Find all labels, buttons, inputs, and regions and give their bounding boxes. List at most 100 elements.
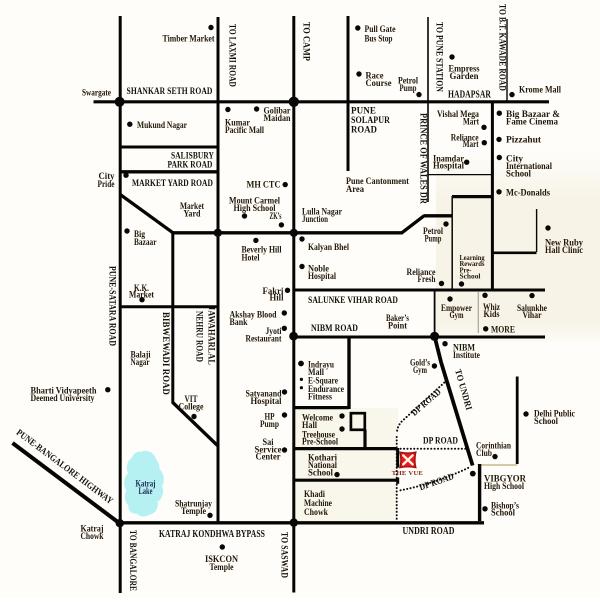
svg-text:NEHRU ROAD: NEHRU ROAD: [195, 311, 205, 362]
svg-text:Swargate: Swargate: [82, 89, 111, 99]
svg-text:Satyanand: Satyanand: [246, 390, 283, 400]
svg-text:International: International: [506, 162, 552, 172]
svg-text:ISKCON: ISKCON: [205, 555, 238, 565]
svg-text:PUNE: PUNE: [351, 106, 376, 117]
svg-text:Petrol: Petrol: [423, 227, 443, 237]
svg-text:Mukund Nagar: Mukund Nagar: [137, 121, 187, 131]
svg-text:Hall: Hall: [302, 421, 317, 431]
svg-text:Pump: Pump: [400, 84, 417, 94]
svg-text:New Ruby: New Ruby: [545, 239, 583, 249]
svg-text:Bus Stop: Bus Stop: [365, 35, 393, 45]
svg-text:Maidan: Maidan: [264, 114, 292, 124]
svg-text:Lulla Nagar: Lulla Nagar: [302, 208, 342, 218]
svg-text:Delhi Public: Delhi Public: [534, 410, 575, 420]
svg-text:Pull Gate: Pull Gate: [365, 25, 396, 35]
svg-text:Hotel: Hotel: [242, 254, 260, 264]
svg-text:MORE: MORE: [491, 326, 515, 336]
svg-text:Market: Market: [180, 202, 205, 212]
svg-text:Reliance: Reliance: [407, 268, 436, 278]
svg-text:SALISBURY: SALISBURY: [171, 151, 214, 162]
svg-text:Whiz: Whiz: [483, 303, 500, 313]
svg-text:Yard: Yard: [184, 210, 202, 220]
svg-text:School: School: [460, 272, 481, 281]
svg-text:Pre-School: Pre-School: [302, 438, 338, 448]
svg-text:Big Bazaar &: Big Bazaar &: [506, 110, 560, 120]
svg-text:K.K.: K.K.: [134, 284, 149, 294]
svg-text:Learning: Learning: [460, 253, 485, 262]
svg-text:MARKET YARD ROAD: MARKET YARD ROAD: [132, 178, 213, 189]
svg-text:City: City: [99, 172, 115, 182]
svg-text:Noble: Noble: [308, 265, 329, 275]
svg-text:Institute: Institute: [453, 351, 480, 361]
svg-text:Pump: Pump: [425, 234, 442, 244]
svg-text:TO LAXMI ROAD: TO LAXMI ROAD: [228, 24, 238, 87]
svg-text:Pune Cantonment: Pune Cantonment: [346, 177, 410, 187]
svg-text:Chowk: Chowk: [304, 508, 329, 518]
svg-text:E-Square: E-Square: [308, 377, 338, 387]
svg-text:HADAPSAR: HADAPSAR: [448, 90, 491, 101]
svg-text:Salunkhe: Salunkhe: [517, 304, 547, 314]
svg-text:Petrol: Petrol: [398, 77, 418, 87]
svg-text:VIBGYOR: VIBGYOR: [484, 475, 526, 485]
svg-text:Pacific Mall: Pacific Mall: [225, 126, 264, 136]
svg-text:KATRAJ KONDHWA BYPASS: KATRAJ KONDHWA BYPASS: [159, 529, 265, 540]
svg-text:UNDRI ROAD: UNDRI ROAD: [403, 526, 455, 537]
svg-text:THE VUE: THE VUE: [392, 470, 424, 477]
svg-text:Bishop’s: Bishop’s: [491, 502, 519, 512]
svg-text:NIBM ROAD: NIBM ROAD: [311, 323, 358, 334]
svg-text:College: College: [179, 403, 204, 413]
svg-text:ZK’s: ZK’s: [270, 212, 282, 222]
svg-text:Empress: Empress: [449, 65, 480, 75]
svg-text:Vihar: Vihar: [523, 311, 542, 321]
svg-text:Timber Market: Timber Market: [163, 35, 216, 45]
svg-text:Indrayu: Indrayu: [308, 361, 334, 371]
svg-text:Treehouse: Treehouse: [302, 431, 335, 441]
svg-text:Hill: Hill: [270, 294, 284, 304]
svg-text:Fresh: Fresh: [418, 275, 437, 285]
svg-text:Fitness: Fitness: [308, 393, 332, 403]
svg-text:Temple: Temple: [210, 563, 234, 573]
svg-text:Empower: Empower: [441, 304, 472, 314]
svg-text:Mc-Donalds: Mc-Donalds: [506, 189, 550, 199]
svg-text:Corinthian: Corinthian: [476, 442, 512, 452]
svg-text:Katraj: Katraj: [136, 480, 156, 490]
svg-text:Endurance: Endurance: [308, 385, 344, 395]
svg-text:BIBWEWADI ROAD: BIBWEWADI ROAD: [161, 312, 171, 395]
svg-text:School: School: [506, 169, 531, 179]
svg-text:Bharti Vidyapeeth: Bharti Vidyapeeth: [31, 387, 98, 397]
svg-text:Akshay Blood: Akshay Blood: [230, 311, 278, 321]
svg-text:Nagar: Nagar: [131, 358, 150, 368]
svg-text:Golibar: Golibar: [264, 107, 291, 117]
svg-text:SHANKAR SETH ROAD: SHANKAR SETH ROAD: [127, 86, 213, 97]
svg-text:Baker’s: Baker’s: [386, 314, 409, 324]
svg-text:ROAD: ROAD: [351, 124, 377, 135]
svg-text:Beverly Hill: Beverly Hill: [242, 245, 282, 255]
svg-text:Sai: Sai: [263, 438, 274, 448]
svg-text:Katraj: Katraj: [81, 525, 104, 535]
svg-text:Mall: Mall: [308, 368, 324, 378]
svg-text:TO B.T. KAWADE ROAD: TO B.T. KAWADE ROAD: [498, 4, 508, 91]
svg-text:MH CTC: MH CTC: [247, 181, 281, 191]
svg-text:Lake: Lake: [139, 487, 153, 497]
svg-text:Welcome: Welcome: [302, 414, 333, 424]
svg-text:Balaji: Balaji: [131, 351, 151, 361]
svg-text:VIT: VIT: [185, 395, 199, 405]
svg-text:Hospital: Hospital: [308, 272, 336, 282]
svg-text:SOLAPUR: SOLAPUR: [351, 115, 391, 126]
svg-text:Junction: Junction: [302, 215, 329, 225]
svg-text:PRINCE OF WALES DR: PRINCE OF WALES DR: [419, 113, 429, 204]
svg-text:Reliance: Reliance: [451, 134, 479, 144]
svg-text:Service: Service: [255, 445, 282, 455]
svg-text:Race: Race: [366, 72, 384, 82]
svg-text:SALUNKE VIHAR ROAD: SALUNKE VIHAR ROAD: [308, 295, 398, 306]
svg-text:Hospital: Hospital: [433, 162, 464, 172]
svg-text:TO PUNE STATION: TO PUNE STATION: [435, 22, 445, 92]
svg-text:Gym: Gym: [450, 311, 464, 321]
svg-text:Center: Center: [256, 453, 281, 463]
svg-text:National: National: [308, 461, 337, 471]
svg-text:Bank: Bank: [230, 318, 249, 328]
svg-text:Pump: Pump: [260, 420, 279, 430]
svg-text:Pizzahut: Pizzahut: [506, 136, 542, 146]
svg-text:Pride: Pride: [98, 180, 115, 190]
svg-text:Mart: Mart: [463, 117, 480, 127]
